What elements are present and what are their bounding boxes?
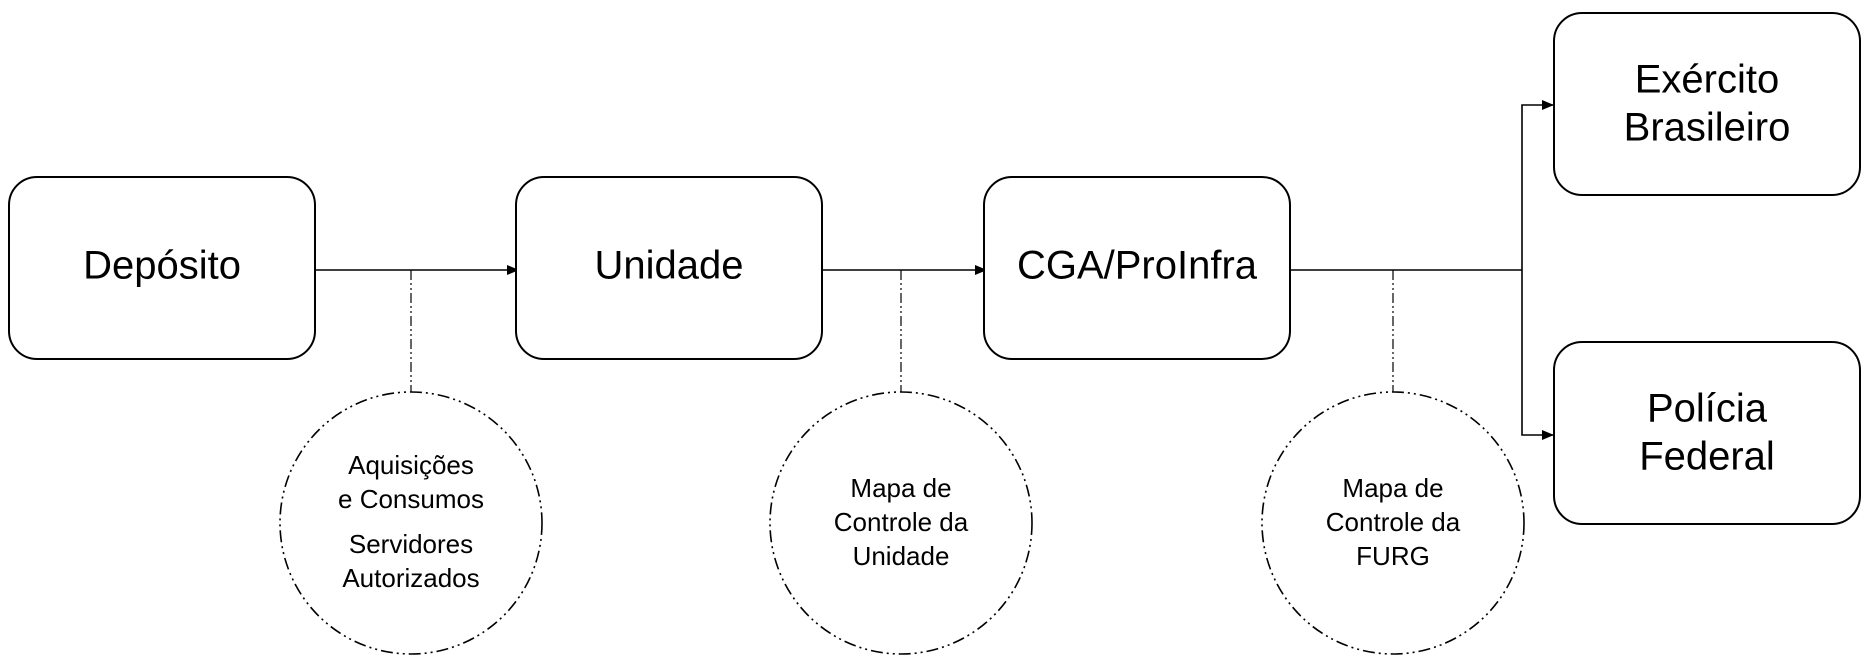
node-cga-proinfra: CGA/ProInfra [983, 176, 1291, 360]
node-exercito-label-line1: Exército [1635, 58, 1780, 102]
node-exercito-brasileiro: Exército Brasileiro [1553, 12, 1861, 196]
note-aquisicoes-line1: Aquisições [348, 450, 474, 480]
note-aquisicoes-line4: Autorizados [342, 563, 479, 593]
node-deposito-label: Depósito [83, 244, 241, 288]
node-deposito: Depósito [8, 176, 316, 360]
node-policia-label-line2: Federal [1639, 435, 1775, 479]
node-cga-label: CGA/ProInfra [1017, 244, 1258, 288]
note-aquisicoes-line3: Servidores [349, 529, 473, 559]
node-policia-label-line1: Polícia [1647, 387, 1768, 431]
node-unidade: Unidade [515, 176, 823, 360]
node-policia-federal: Polícia Federal [1553, 341, 1861, 525]
note-mapa-unidade-line3: Unidade [853, 541, 950, 571]
node-unidade-label: Unidade [594, 244, 743, 288]
note-mapa-unidade: Mapa de Controle da Unidade [769, 391, 1033, 655]
edge-branch-to-exercito [1521, 100, 1554, 270]
edge-branch-to-policia [1521, 270, 1554, 440]
note-mapa-furg-line2: Controle da [1326, 507, 1461, 537]
note-mapa-unidade-line1: Mapa de [850, 473, 951, 503]
note-aquisicoes: Aquisições e Consumos Servidores Autoriz… [279, 391, 543, 655]
note-aquisicoes-line2: e Consumos [338, 484, 484, 514]
note-mapa-furg: Mapa de Controle da FURG [1261, 391, 1525, 655]
note-mapa-unidade-line2: Controle da [834, 507, 969, 537]
node-exercito-label-line2: Brasileiro [1624, 106, 1791, 150]
note-mapa-furg-line1: Mapa de [1342, 473, 1443, 503]
note-mapa-furg-line3: FURG [1356, 541, 1430, 571]
